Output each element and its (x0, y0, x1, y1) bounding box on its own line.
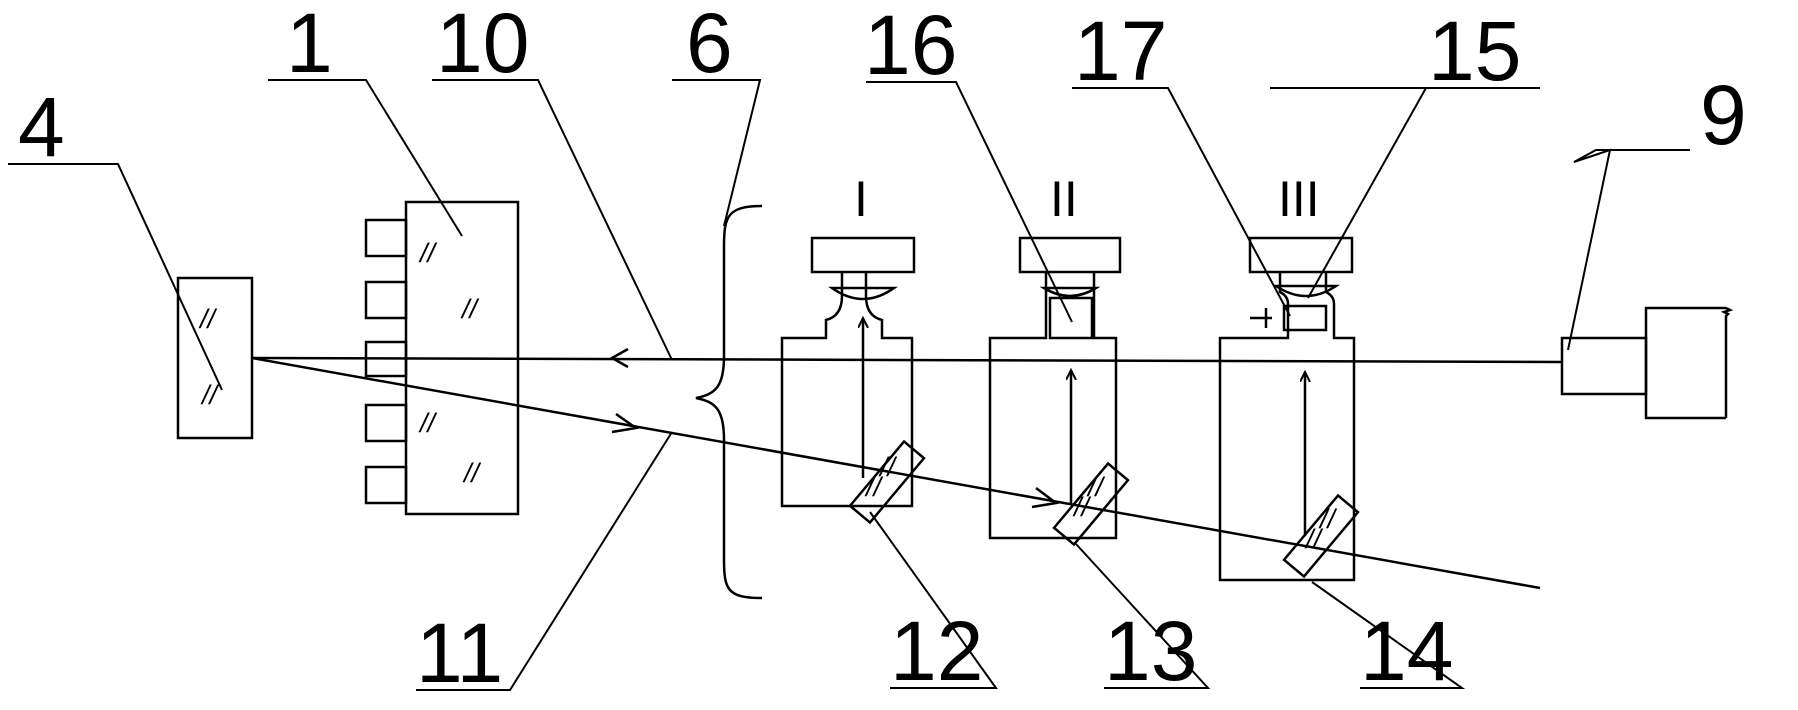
beam-11 (251, 356, 1541, 590)
label-16: 16 (864, 0, 957, 92)
part-9-source (1560, 306, 1734, 420)
svg-text://: // (200, 380, 220, 410)
label-6: 6 (686, 0, 733, 90)
part-17-element (1282, 304, 1328, 332)
beam-11-arrow-a (611, 412, 640, 434)
svg-text://: // (1304, 524, 1324, 554)
stage-3-splitter (1282, 493, 1360, 579)
part-1-tabs (364, 218, 408, 505)
glass-hatch-marks: // // // // // // // // // // // // (198, 238, 1338, 554)
svg-text://: // (1318, 504, 1338, 534)
part-6-brace (695, 204, 763, 600)
stage-2-assembly (988, 236, 1130, 547)
stage-3-screw (1250, 308, 1272, 328)
label-14: 14 (1360, 604, 1453, 698)
stage-label-1: I (854, 171, 868, 227)
stage-1-assembly (780, 236, 926, 525)
part-4-glass-plate (176, 276, 254, 440)
label-10: 10 (436, 0, 529, 90)
stage-label-3: III (1278, 171, 1320, 227)
label-13: 13 (1104, 604, 1197, 698)
svg-text://: // (864, 472, 884, 502)
label-4: 4 (18, 80, 65, 174)
svg-text://: // (878, 452, 898, 482)
svg-text://: // (1072, 492, 1092, 522)
beam-10-arrow (609, 347, 629, 369)
svg-text://: // (198, 304, 218, 334)
svg-text://: // (418, 238, 438, 268)
svg-text://: // (462, 458, 482, 488)
label-1: 1 (286, 0, 333, 90)
beam-10 (251, 356, 1563, 364)
svg-text://: // (418, 408, 438, 438)
stage-1-splitter (848, 439, 926, 525)
stage-label-2: II (1050, 171, 1078, 227)
stage-2-splitter (1052, 461, 1130, 547)
label-9: 9 (1700, 68, 1747, 162)
label-17: 17 (1074, 4, 1167, 98)
svg-text://: // (1086, 472, 1106, 502)
part-16-element (1048, 296, 1094, 340)
label-11: 11 (416, 606, 503, 700)
label-12: 12 (890, 604, 983, 698)
leader-lines (8, 79, 1690, 691)
stage-3-assembly (1218, 236, 1360, 582)
svg-text://: // (460, 294, 480, 324)
label-15: 15 (1428, 4, 1521, 98)
beam-11-arrow-b (1031, 487, 1060, 509)
